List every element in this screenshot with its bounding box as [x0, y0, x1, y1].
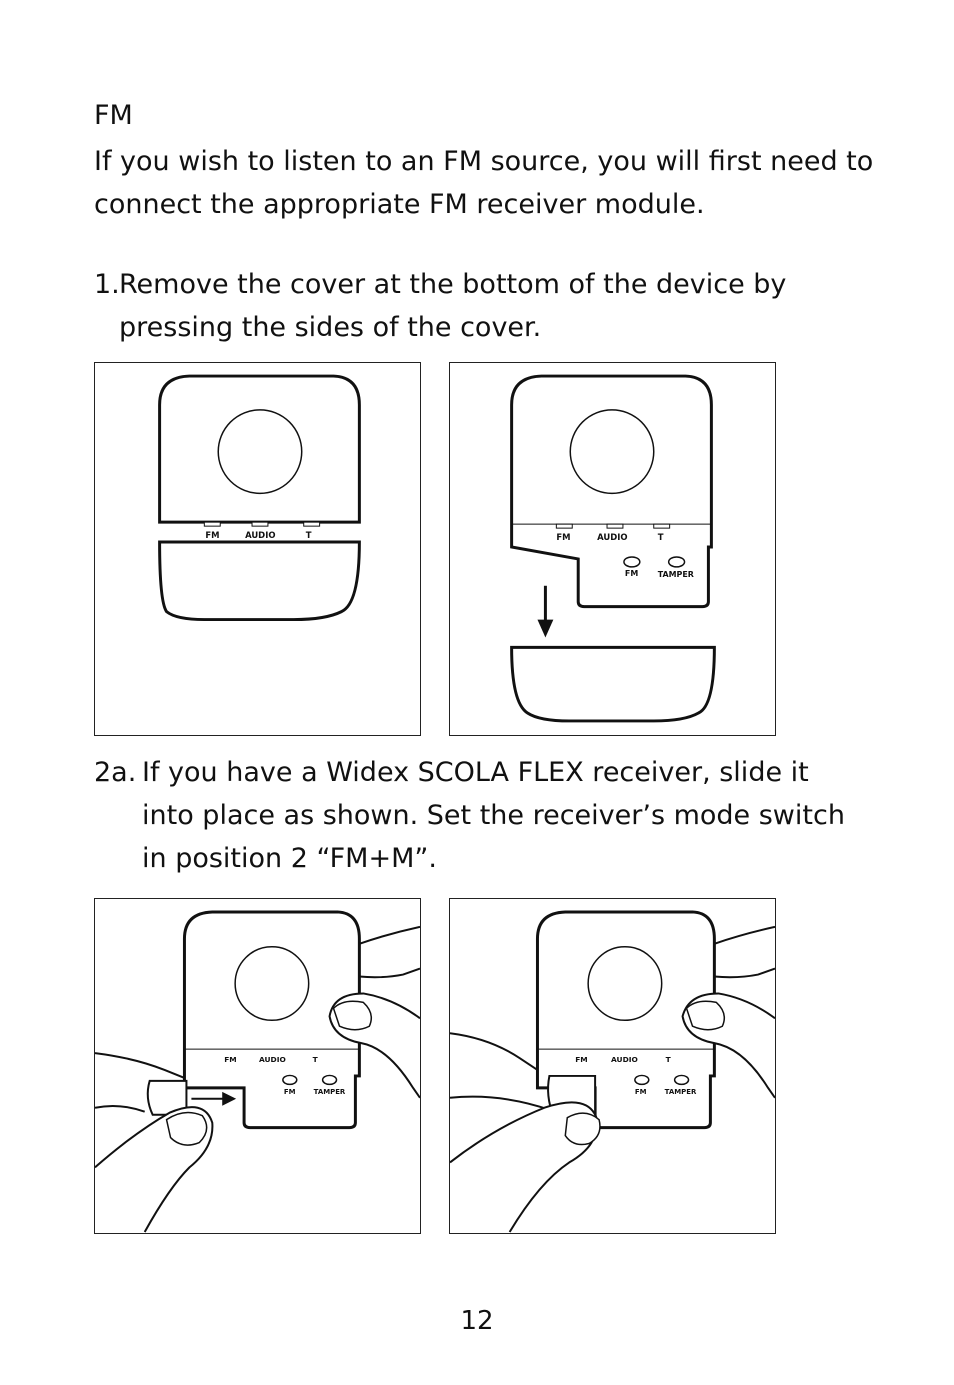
figure-cover-removed: FM AUDIO T FM TAMPER — [449, 362, 776, 736]
tamper-button-label: TAMPER — [658, 570, 694, 579]
figure-sliding-receiver: FM AUDIO T FM TAMPER — [94, 898, 421, 1234]
t-indicator-label: T — [658, 532, 664, 542]
removed-cover — [510, 645, 716, 723]
step-2a: 2a. If you have a Widex SCOLA FLEX recei… — [94, 751, 874, 881]
fm-button-label: FM — [284, 1088, 296, 1096]
fm-button-label: FM — [635, 1088, 647, 1096]
t-indicator-label: T — [666, 1055, 672, 1064]
audio-indicator-label: AUDIO — [259, 1055, 286, 1064]
fm-indicator-label: FM — [575, 1055, 587, 1064]
left-thumbnail — [165, 1111, 208, 1146]
device-with-cover-illustration: FM AUDIO T — [158, 374, 361, 622]
left-thumbnail — [564, 1112, 601, 1146]
step-2a-number: 2a. — [94, 757, 137, 788]
audio-indicator-label: AUDIO — [245, 530, 275, 540]
intro-paragraph: If you wish to listen to an FM source, y… — [94, 146, 874, 220]
fm-indicator-label: FM — [205, 530, 219, 540]
tamper-button-label: TAMPER — [665, 1088, 697, 1096]
t-indicator-label: T — [313, 1055, 319, 1064]
step-1: 1. Remove the cover at the bottom of the… — [94, 263, 874, 353]
audio-indicator-label: AUDIO — [611, 1055, 638, 1064]
tamper-button-icon — [667, 556, 686, 568]
step-1-text: Remove the cover at the bottom of the de… — [119, 269, 787, 343]
right-thumbnail — [685, 1000, 726, 1031]
receiver-in-place-illustration: FM AUDIO T FM TAMPER — [450, 910, 775, 1233]
t-indicator-label: T — [306, 530, 312, 540]
figure-receiver-in-place: FM AUDIO T FM TAMPER — [449, 898, 776, 1234]
right-thumbnail — [332, 1000, 373, 1031]
step-1-number: 1. — [94, 269, 120, 300]
figure-device-with-cover: FM AUDIO T — [94, 362, 421, 736]
sliding-receiver-illustration: FM AUDIO T FM TAMPER — [95, 910, 420, 1233]
page-number: 12 — [460, 1306, 494, 1336]
fm-indicator-label: FM — [224, 1055, 236, 1064]
audio-indicator-label: AUDIO — [597, 532, 627, 542]
cover-removed-illustration: FM AUDIO T FM TAMPER — [510, 374, 716, 723]
tamper-button-label: TAMPER — [314, 1088, 346, 1096]
fm-indicator-label: FM — [556, 532, 570, 542]
fm-button-label: FM — [625, 569, 638, 578]
fm-button-icon — [623, 556, 641, 568]
section-heading: FM — [94, 100, 133, 131]
step-2a-text: If you have a Widex SCOLA FLEX receiver,… — [142, 757, 845, 874]
